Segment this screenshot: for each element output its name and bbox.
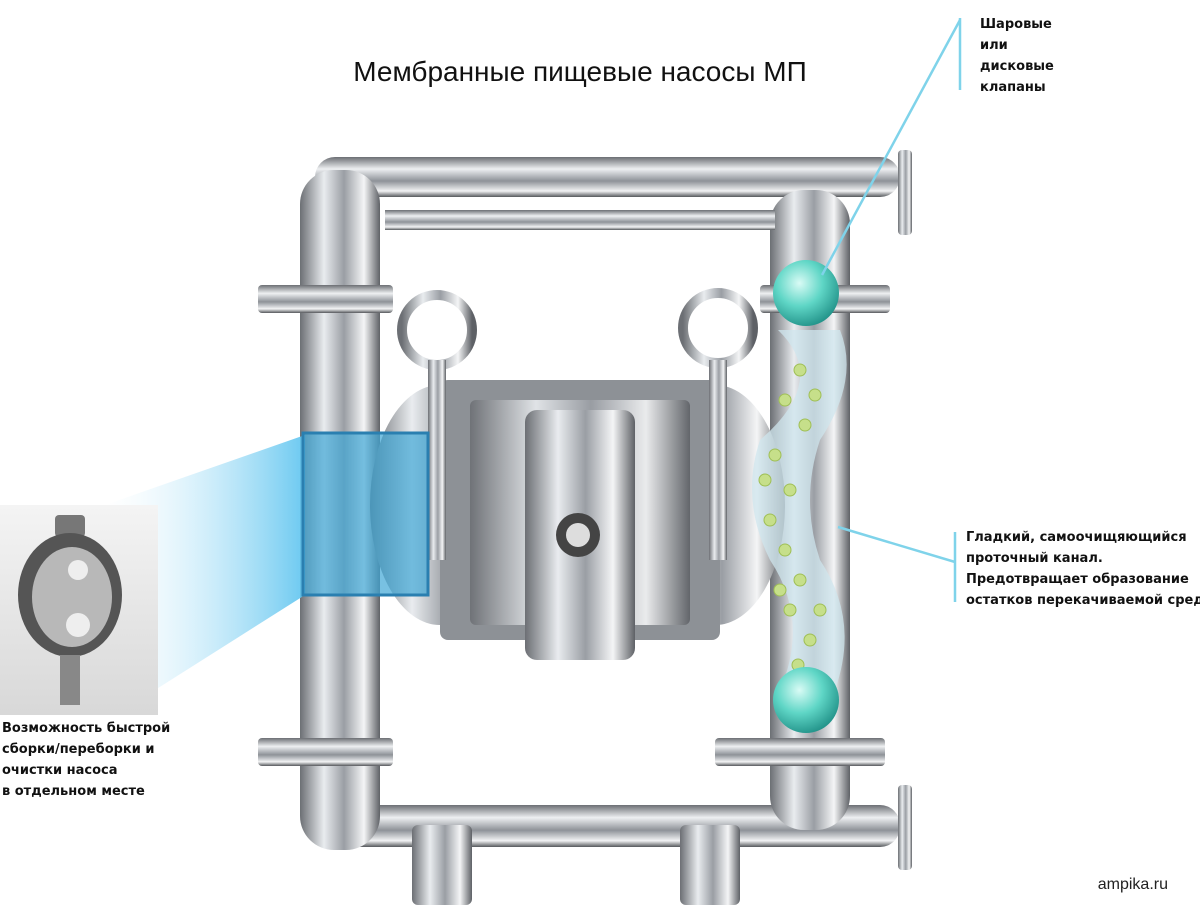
callout-line-text: Возможность быстрой [2,721,171,736]
callout-line-text: проточный канал. [966,551,1103,566]
upper-ball-valve [773,260,839,326]
callout-line-text: Гладкий, самоочищяющийся [966,530,1187,545]
callout-line-text: Предотвращает образование [966,572,1189,587]
valves-callout: Шаровые или дисковые клапаны [980,14,1054,98]
callout-line-text: дисковые [980,59,1054,74]
flow-channel [752,330,847,690]
lower-ball-valve [773,667,839,733]
brand-watermark: ampika.ru [1097,876,1168,893]
page-title: Мембранные пищевые насосы МП [353,56,807,87]
callout-line-text: в отдельном месте [2,784,145,799]
callout-line-text: остатков перекачиваемой среды [966,593,1200,608]
callout-line-text: сборки/переборки и [2,742,155,757]
callout-line-text: очистки насоса [2,763,118,778]
callout-line-text: Шаровые [980,17,1052,32]
valves-callout-line [820,19,962,276]
diaphragm-highlight-box [301,431,430,597]
diaphragm-chamber-inset [0,505,158,715]
channel-callout: Гладкий, самоочищяющийся проточный канал… [966,527,1200,611]
callout-line-text: или [980,38,1008,53]
channel-callout-line [837,525,956,564]
assembly-callout: Возможность быстрой сборки/переборки и о… [2,718,170,802]
callout-line-text: клапаны [980,80,1046,95]
